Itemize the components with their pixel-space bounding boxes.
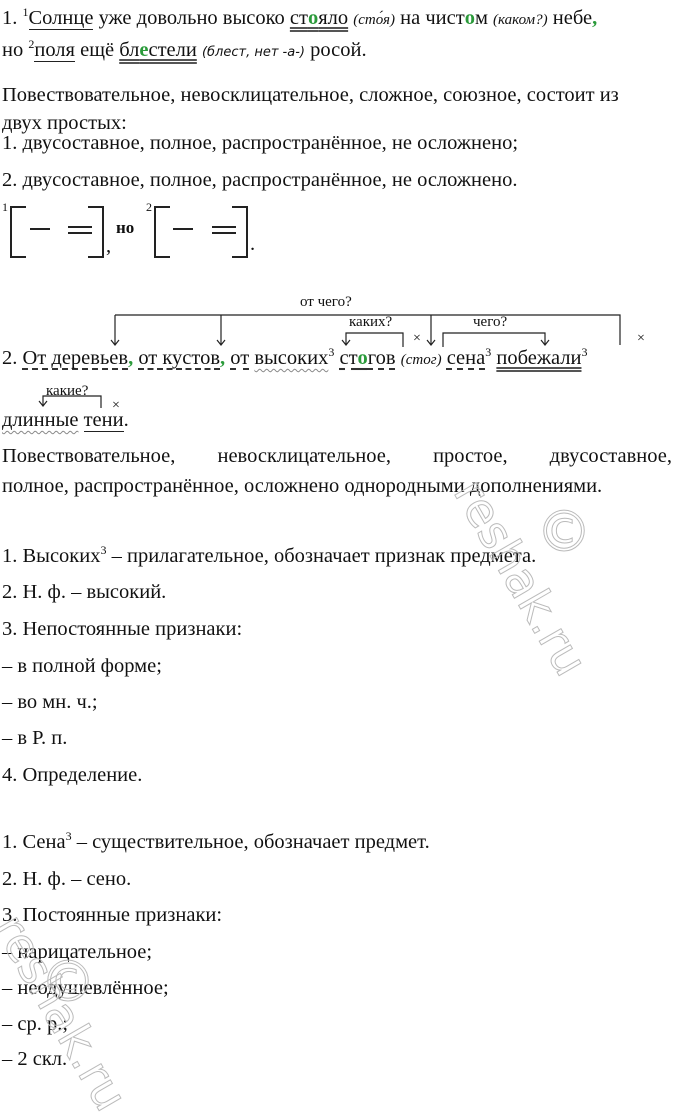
conjunction: но <box>116 218 134 238</box>
highlight-comma: , <box>592 7 597 29</box>
bracket-open <box>154 206 170 258</box>
text: м <box>475 7 493 29</box>
parse-index: 3 <box>485 345 491 359</box>
check-word-note: (стог) <box>401 352 442 368</box>
morph2-line: 1. Сена3 – существительное, обозначает п… <box>2 830 430 854</box>
check-word-note: (блест, нет -а-) <box>202 45 305 60</box>
morph1-line: 4. Определение. <box>2 763 142 787</box>
morph1-line: 2. Н. ф. – высокий. <box>2 580 166 604</box>
bracket-close <box>88 206 104 258</box>
morph1-line: – в полной форме; <box>2 654 162 678</box>
analysis-item: 1. двусоставное, полное, распространённо… <box>2 131 518 155</box>
morph1-line: – во мн. ч.; <box>2 690 98 714</box>
comma: , <box>106 235 111 258</box>
attribute-word: длинные <box>2 409 78 431</box>
highlight-letter: о <box>465 7 475 29</box>
text: росой. <box>305 39 367 61</box>
copyright-icon: © <box>40 950 96 1015</box>
attribute-word: высоких <box>254 347 328 369</box>
analysis-text: Повествовательное, невосклицательное, сл… <box>2 83 619 107</box>
object-word: стогов <box>339 347 395 369</box>
cross-mark: × <box>413 331 421 347</box>
subject-word: поля <box>34 39 75 62</box>
bracket-open <box>10 206 26 258</box>
copyright-icon: © <box>536 500 592 565</box>
sentence-2-line-1: 2. От деревьев, от кустов, от высоких3 с… <box>2 346 587 372</box>
subject-word: Солнце <box>29 7 94 30</box>
sentence-2-line-2: длинные тени. <box>2 408 129 432</box>
word: Повествовательное, <box>2 444 175 468</box>
text: на чист <box>395 7 465 29</box>
subject-word: тени <box>84 409 124 432</box>
question-label: каких? <box>349 314 392 331</box>
analysis-text: Повествовательное, невосклицательное, пр… <box>2 444 672 468</box>
sentence-1-line-1: 1. 1Солнце уже довольно высоко стояло (с… <box>2 6 597 32</box>
predicate-word: блестели <box>119 39 197 61</box>
text: уже довольно высоко <box>93 7 289 29</box>
predicate-word: стояло <box>290 7 348 29</box>
question-label: от чего? <box>300 294 352 311</box>
predicate-word: побежали <box>496 347 581 369</box>
bracket-close <box>232 206 248 258</box>
text: небе <box>548 7 592 29</box>
text: но <box>2 39 28 61</box>
analysis-text: полное, распространённое, осложнено одно… <box>2 474 602 498</box>
question-label: чего? <box>473 314 507 331</box>
parse-index: 3 <box>328 345 334 359</box>
subject-mark <box>30 228 50 230</box>
period: . <box>250 233 255 256</box>
morph2-line: 2. Н. ф. – сено. <box>2 867 131 891</box>
period: . <box>124 409 129 431</box>
highlight-comma: , <box>128 347 133 369</box>
word: двусоставное, <box>550 444 672 468</box>
highlight-comma: , <box>220 347 225 369</box>
word: невосклицательное, <box>217 444 391 468</box>
check-word-note: (сто́я) <box>353 12 395 28</box>
question-label: какие? <box>46 383 88 400</box>
morph1-line: 1. Высоких3 – прилагательное, обозначает… <box>2 544 536 568</box>
object-word: сена <box>447 347 486 369</box>
analysis-item: 2. двусоставное, полное, распространённо… <box>2 168 517 192</box>
morph1-line: – в Р. п. <box>2 726 67 750</box>
text: ещё <box>75 39 119 61</box>
object-word: От деревьев <box>23 347 129 369</box>
clause-index: 1 <box>23 5 29 19</box>
object-word: от кустов <box>138 347 220 369</box>
question-note: (каком?) <box>493 12 548 28</box>
sentence-number: 2. <box>2 347 17 369</box>
object-word: от <box>230 347 249 369</box>
sentence-1-line-2: но 2поля ещё блестели (блест, нет -а-) р… <box>2 38 367 65</box>
word: простое, <box>433 444 508 468</box>
sentence-number: 1. <box>2 7 17 29</box>
parse-index: 3 <box>581 345 587 359</box>
morph1-line: 3. Непостоянные признаки: <box>2 617 242 641</box>
cross-mark: × <box>637 331 645 347</box>
subject-mark <box>173 228 193 230</box>
